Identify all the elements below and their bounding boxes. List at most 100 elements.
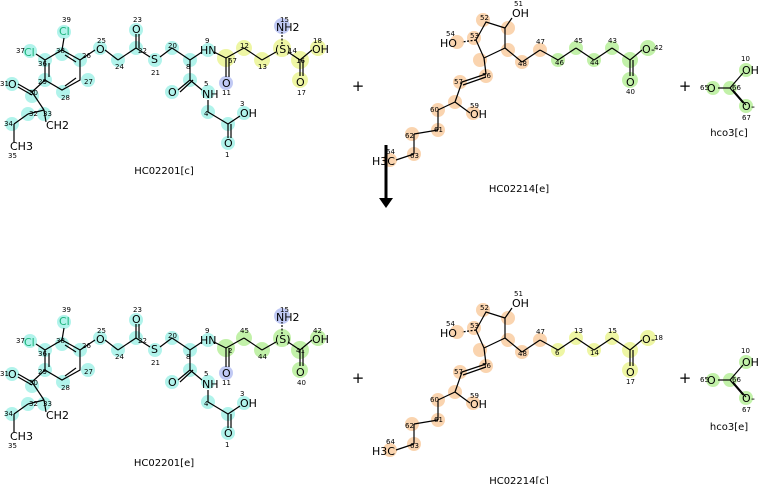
atom-s-stereo: (S) (275, 43, 291, 56)
atom-number: 62 (405, 422, 414, 430)
atom-number: 27 (84, 78, 93, 86)
atom-number: 40 (626, 88, 635, 96)
atom-number: 56 (482, 72, 491, 80)
atom-o-minus: O- (742, 392, 755, 405)
atom-number: 36 (38, 350, 47, 358)
atom-cl: Cl (24, 336, 35, 349)
atom-number: 44 (590, 59, 599, 67)
atom-o: O (168, 376, 177, 389)
atom-o: O (626, 76, 635, 89)
plus-sign: + (352, 369, 365, 387)
atom-numbers: 39 37 38 36 26 27 29 28 31 30 32 33 34 3… (0, 306, 322, 450)
atom-number: 39 (62, 16, 71, 24)
atom-labels: OH HO O- O OH H3C (372, 297, 655, 458)
atom-number: 53 (470, 322, 479, 330)
atom-number: 8 (186, 353, 190, 361)
atom-number: 1 (225, 151, 229, 159)
atom-o: O (707, 374, 716, 387)
atom-ch3: CH3 (10, 140, 33, 153)
atom-number: 54 (446, 30, 455, 38)
atom-number: 31 (0, 80, 9, 88)
atom-number: 56 (482, 362, 491, 370)
atom-oh: OH (512, 297, 529, 310)
atom-hn: HN (200, 334, 217, 347)
atom-o: O (222, 367, 231, 380)
atom-number: 23 (133, 306, 142, 314)
atom-o-minus: O- (642, 43, 655, 56)
atom-number: 34 (4, 120, 13, 128)
atom-nh: NH (202, 88, 219, 101)
atom-number: 60 (430, 106, 439, 114)
atom-number: 45 (240, 327, 249, 335)
molecule-hc02214-c: OH HO O- O OH H3C 51 54 52 53 47 48 13 6… (372, 290, 663, 484)
atom-number: 25 (97, 37, 106, 45)
atom-number: 61 (434, 126, 443, 134)
atom-oh: OH (312, 333, 329, 346)
atom-labels: Cl Cl O O S HN O (S) NH2 OH O O NH O OH … (8, 21, 329, 153)
atom-number: 20 (168, 42, 177, 50)
atom-number: 57 (454, 368, 463, 376)
atom-oh: OH (742, 356, 759, 369)
plus-sign: + (679, 369, 692, 387)
atom-number: 54 (446, 320, 455, 328)
atom-number: 67 (742, 406, 751, 414)
atom-o: O (96, 333, 105, 346)
atom-oh: OH (470, 398, 487, 411)
bonds (395, 17, 643, 161)
atom-number: 66 (732, 84, 741, 92)
atom-number: 61 (434, 416, 443, 424)
atom-number: 67 (742, 114, 751, 122)
atom-number: 39 (62, 306, 71, 314)
atom-o: O (168, 86, 177, 99)
atom-ch2: CH2 (46, 119, 69, 132)
product-name: HC02201[e] (134, 458, 194, 469)
atom-o: O (626, 366, 635, 379)
atom-number: 29 (38, 368, 47, 376)
atom-number: 8 (186, 63, 190, 71)
atom-number: 24 (115, 63, 124, 71)
atom-labels: Cl Cl O O S HN O (S) NH2 OH O O NH O OH … (8, 311, 329, 443)
atom-number: 3 (240, 100, 244, 108)
atom-number: 44 (258, 353, 267, 361)
atom-ho: HO (440, 37, 457, 50)
atom-oh: OH (240, 107, 257, 120)
product-name: HC02214[c] (489, 476, 549, 484)
product-name: hco3[e] (710, 422, 748, 433)
atom-o: O (8, 368, 17, 381)
atom-number: 37 (16, 337, 25, 345)
atom-number: 29 (38, 78, 47, 86)
atom-number: 24 (115, 353, 124, 361)
atom-nh: NH (202, 378, 219, 391)
atom-number: 20 (168, 332, 177, 340)
atom-number: 64 (386, 438, 395, 446)
atom-nh2: NH2 (276, 311, 300, 324)
atom-number: 22 (138, 47, 147, 55)
atom-number: 59 (470, 102, 479, 110)
atom-oh: OH (312, 43, 329, 56)
atom-number: 31 (0, 370, 9, 378)
highlight-blobs (5, 308, 326, 440)
atom-number: 6 (555, 349, 560, 357)
atom-number: 2 (228, 347, 232, 355)
atom-number: 10 (741, 55, 750, 63)
atom-number: 63 (410, 442, 419, 450)
molecule-hc02201-e: Cl Cl O O S HN O (S) NH2 OH O O NH O OH … (0, 306, 329, 469)
atom-h3c: H3C (372, 155, 395, 168)
atom-number: 36 (38, 60, 47, 68)
atom-number: 45 (574, 37, 583, 45)
atom-number: 15 (608, 327, 617, 335)
atom-s: S (151, 343, 158, 356)
molecule-hc02201-c: Cl Cl O O S HN O (S) NH2 OH O O NH O OH … (0, 16, 329, 177)
atom-number: 26 (82, 52, 91, 60)
atom-numbers: 39 37 38 36 26 27 29 28 31 30 32 33 34 3… (0, 16, 322, 160)
atom-number: 15 (280, 306, 289, 314)
atom-number: 10 (741, 347, 750, 355)
atom-number: 18 (313, 37, 322, 45)
atom-number: 30 (29, 89, 38, 97)
atom-number: 33 (43, 400, 52, 408)
reactant-name: HC02214[e] (489, 184, 549, 195)
atom-o: O (8, 78, 17, 91)
atom-number: 4 (204, 110, 209, 118)
atom-number: 40 (297, 379, 306, 387)
atom-number: 13 (258, 63, 267, 71)
